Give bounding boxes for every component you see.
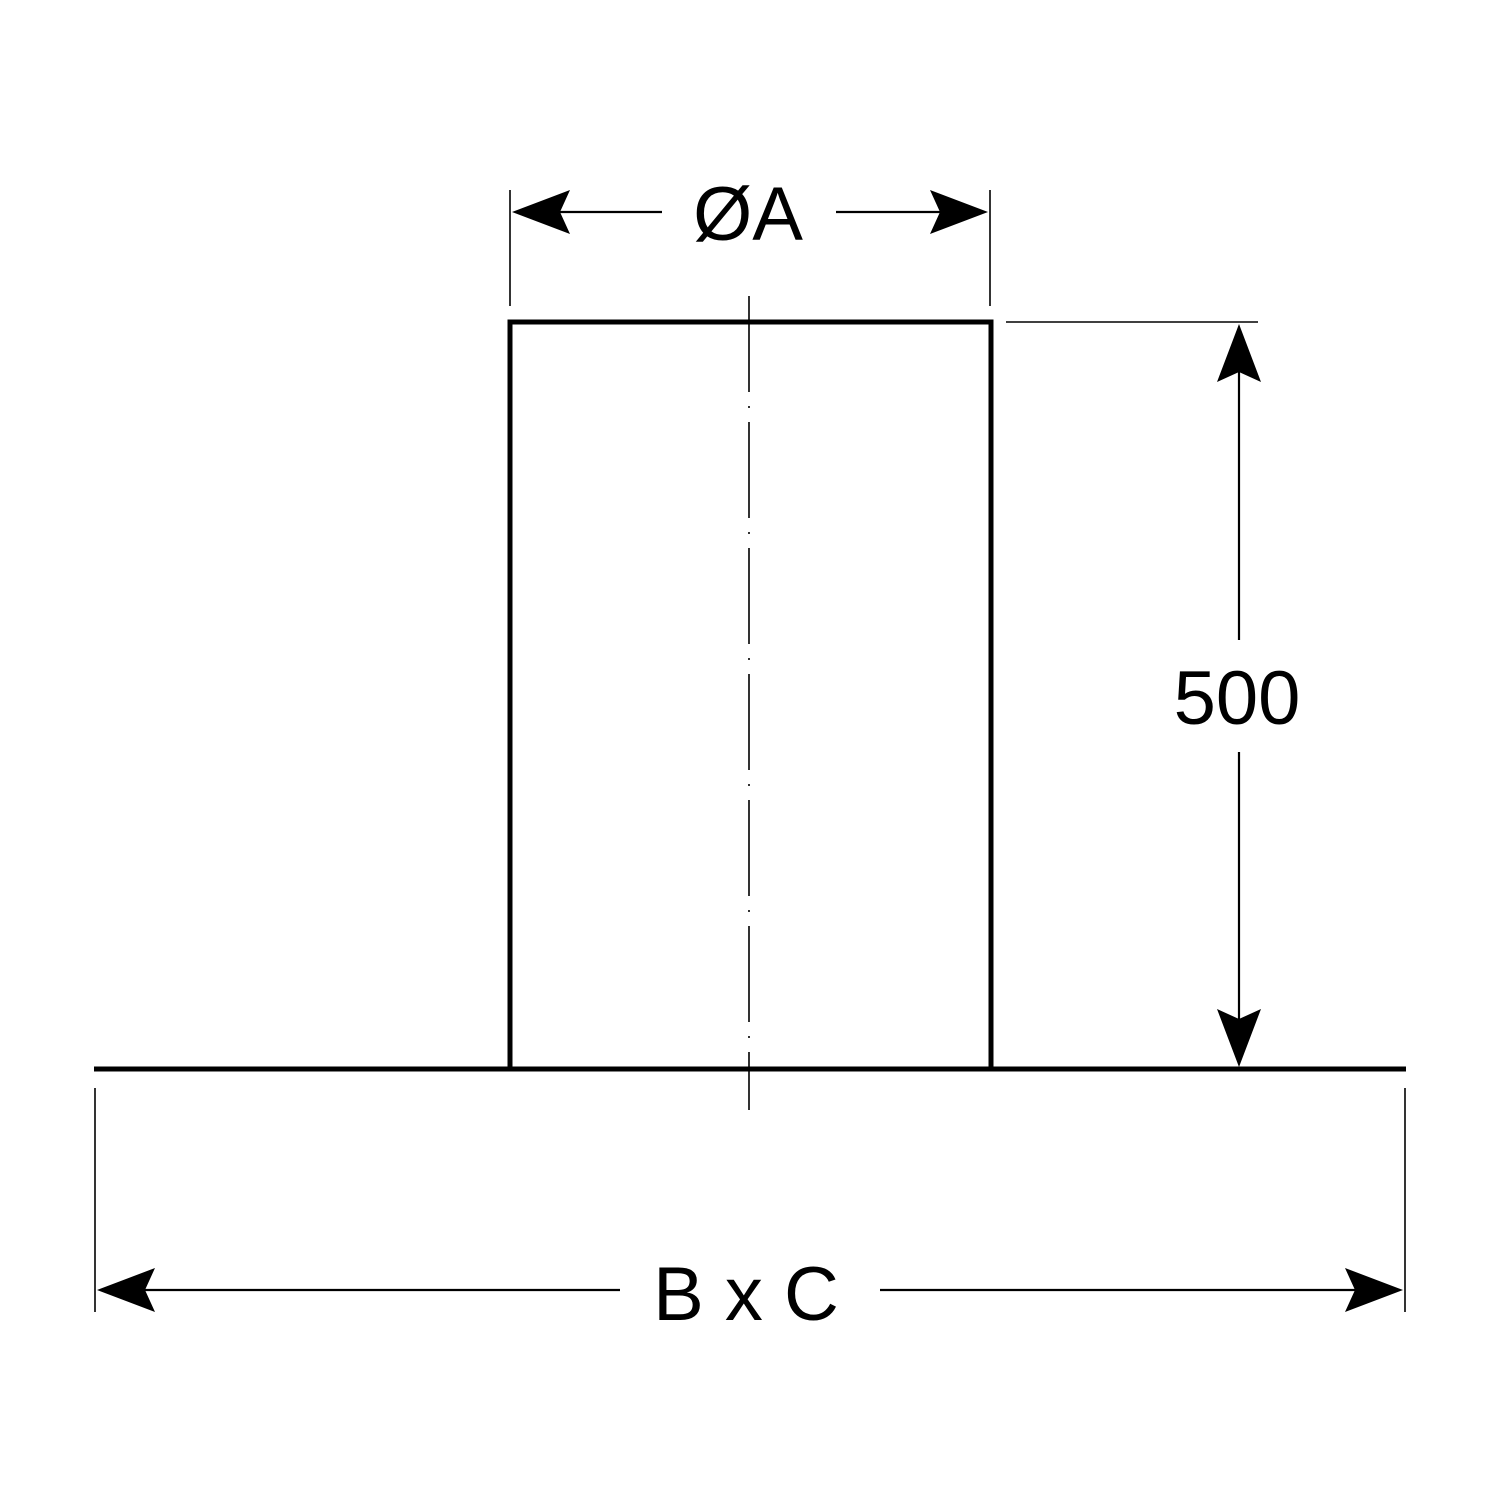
base-arrow-right (1345, 1268, 1403, 1312)
diameter-arrow-left (512, 190, 570, 234)
height-arrow-bottom (1217, 1009, 1261, 1067)
base-dimension: B x C (94, 1088, 1406, 1337)
diameter-arrow-right (930, 190, 988, 234)
base-arrow-left (97, 1268, 155, 1312)
diameter-dimension: ØA (509, 172, 991, 306)
pipe-outline (507, 319, 994, 1069)
height-label: 500 (1174, 656, 1301, 741)
diameter-label: ØA (693, 172, 803, 257)
base-label: B x C (653, 1252, 839, 1337)
height-arrow-top (1217, 324, 1261, 382)
height-dimension: 500 (1006, 321, 1301, 1067)
